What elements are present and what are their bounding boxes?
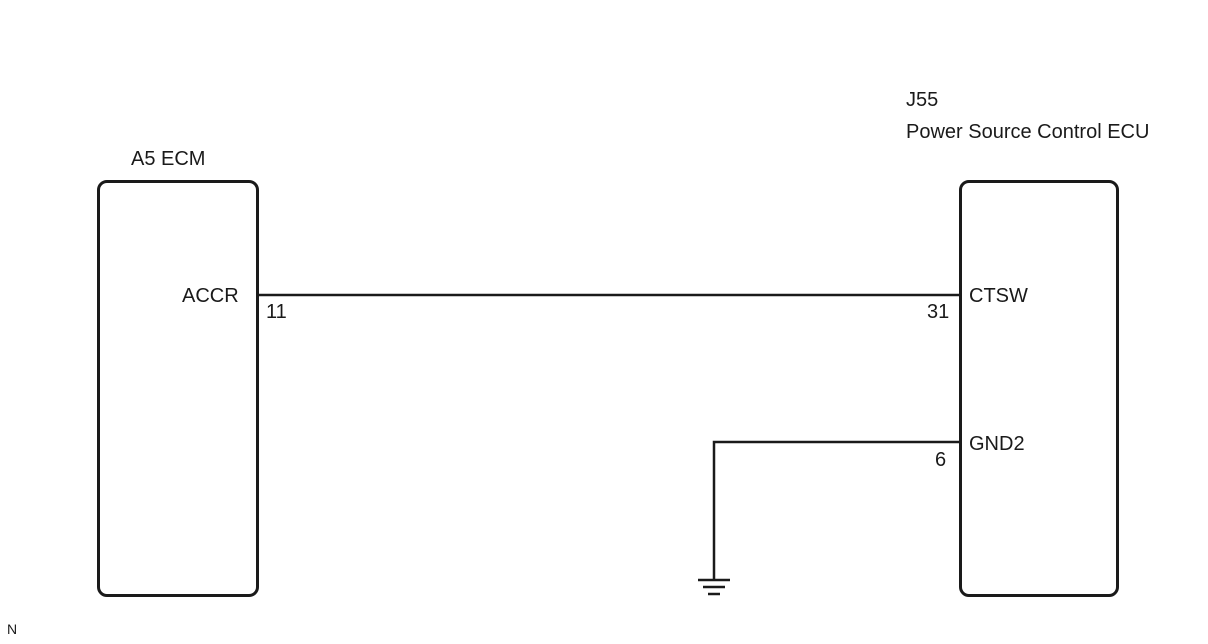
power-ecu-title: Power Source Control ECU — [906, 121, 1150, 143]
gnd2-ground-wire — [712, 440, 959, 580]
ecm-terminal-signal: ACCR — [182, 285, 239, 307]
power-ecu-terminal-ctsw-signal: CTSW — [969, 285, 1028, 307]
ground-symbol-icon — [698, 578, 730, 596]
power-ecu-box — [959, 180, 1119, 597]
ecm-box — [97, 180, 259, 597]
ecm-title: A5 ECM — [131, 148, 206, 170]
power-ecu-terminal-gnd2-signal: GND2 — [969, 433, 1025, 455]
ecm-terminal-pin: 11 — [266, 301, 287, 323]
power-ecu-connector-label: J55 — [906, 89, 939, 111]
power-ecu-terminal-gnd2-pin: 6 — [935, 449, 947, 471]
power-ecu-terminal-ctsw-pin: 31 — [927, 301, 950, 323]
corner-mark: N — [7, 621, 18, 637]
